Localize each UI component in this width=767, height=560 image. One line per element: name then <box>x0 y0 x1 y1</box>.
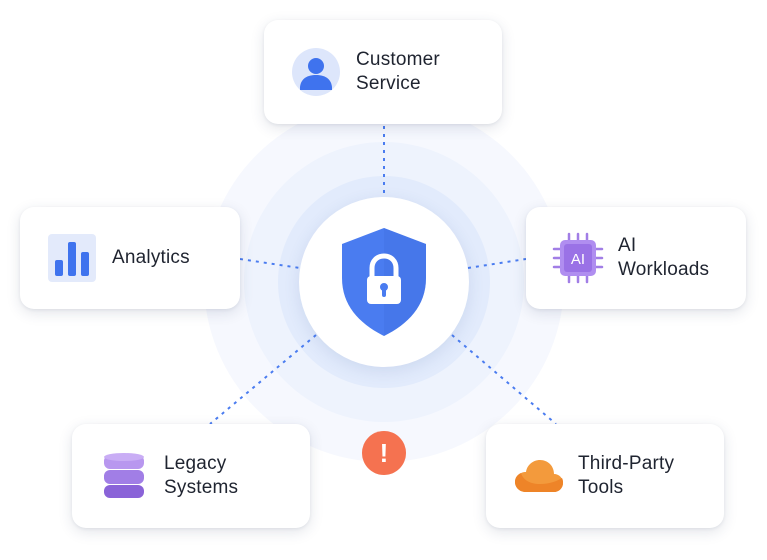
connector-third-party-tools <box>451 334 557 425</box>
connector-lines <box>209 126 557 425</box>
bar-chart-icon <box>48 234 96 282</box>
alert-symbol: ! <box>380 438 389 468</box>
analytics-label: Analytics <box>112 247 190 268</box>
connector-analytics <box>239 258 301 269</box>
security-hub <box>299 197 469 367</box>
user-icon <box>292 48 340 96</box>
connector-ai-workloads <box>467 258 527 269</box>
ai-chip-text: AI <box>571 251 585 268</box>
node-third-party-tools: Third-Party Tools <box>486 424 724 528</box>
ai-chip-icon: AI <box>552 232 604 284</box>
ai-workloads-label: AI Workloads <box>618 235 710 280</box>
node-ai-workloads: AI AI Workloads <box>526 207 746 309</box>
exclamation-icon: ! <box>362 431 406 475</box>
node-legacy-systems: Legacy Systems <box>72 424 310 528</box>
customer-service-label: Customer Service <box>356 49 440 94</box>
alert-badge: ! <box>362 431 406 475</box>
third-party-tools-label: Third-Party Tools <box>578 453 675 498</box>
shield-lock-icon <box>342 228 426 336</box>
database-icon <box>102 451 146 501</box>
node-analytics: Analytics <box>20 207 240 309</box>
cloud-icon <box>514 456 564 496</box>
node-customer-service: Customer Service <box>264 20 502 124</box>
legacy-systems-label: Legacy Systems <box>164 453 239 498</box>
